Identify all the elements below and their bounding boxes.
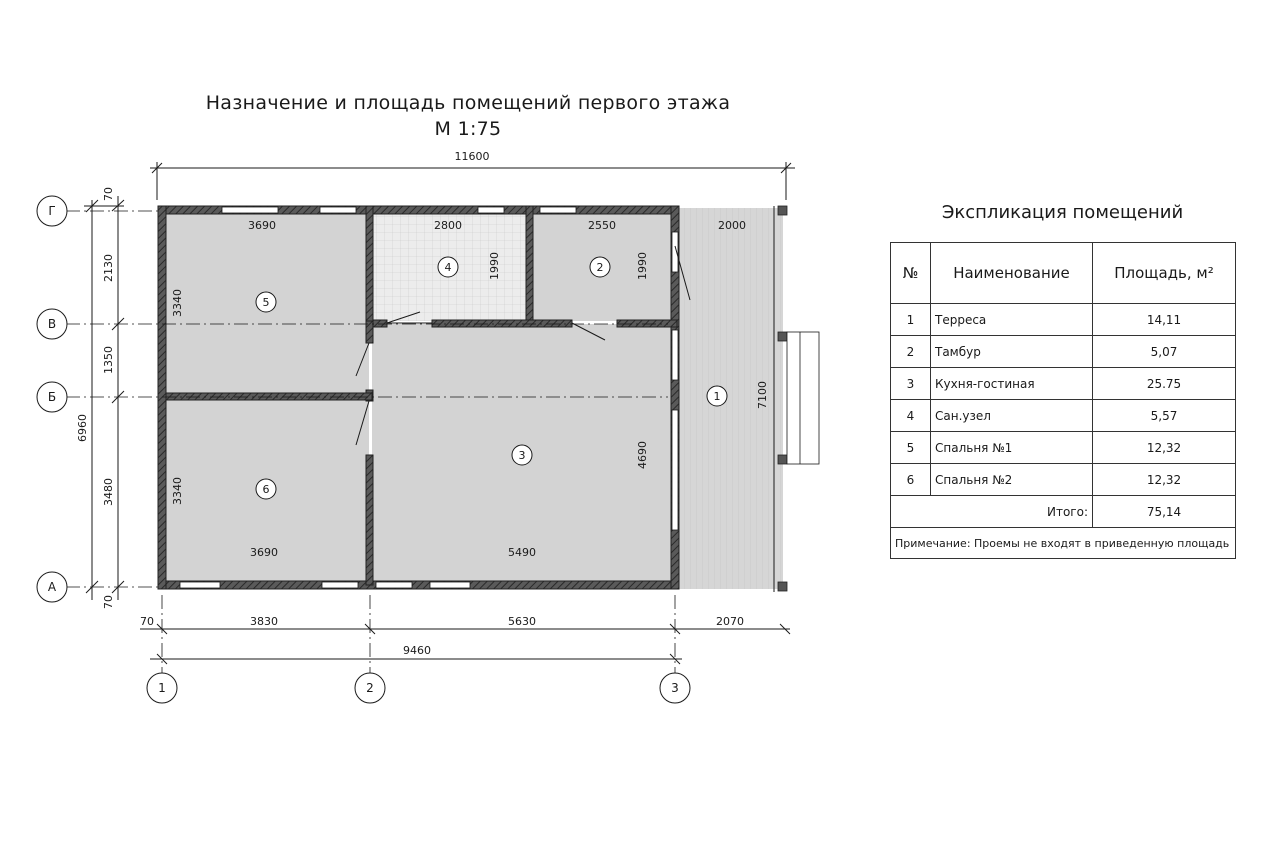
room-marker-6: 6 [263,483,270,496]
axis-bubbles: Г В Б А 1 2 3 [36,195,691,704]
dim-top-4: 2000 [718,219,746,232]
axis-col-2: 2 [366,681,374,695]
table-note-row: Примечание: Проемы не входят в приведенн… [890,527,1236,559]
row-num: 1 [890,303,931,336]
row-num: 2 [890,335,931,368]
axis-row-b: Б [48,390,56,404]
dim-bottom-total: 9460 [403,644,431,657]
table-row: 1 Терреса 14,11 [890,303,1236,336]
drawing-scale: М 1:75 [434,118,502,140]
dim-top-3: 2550 [588,219,616,232]
row-num: 5 [890,431,931,464]
explication-table: № Наименование Площадь, м² 1 Терреса 14,… [890,242,1236,559]
axis-row-a: А [48,580,57,594]
dim-top-2: 2800 [434,219,462,232]
row-name: Терреса [930,303,1093,336]
table-row: 3 Кухня-гостиная 25.75 [890,367,1236,400]
total-value: 75,14 [1092,495,1236,528]
row-area: 25.75 [1092,367,1236,400]
dim-left-4: 3480 [102,478,115,506]
row-num: 6 [890,463,931,496]
terrace-steps [786,331,820,465]
row-name: Кухня-гостиная [930,367,1093,400]
axis-row-v: В [48,317,56,331]
row-area: 12,32 [1092,463,1236,496]
room-markers: 1 2 3 4 5 6 [255,256,728,500]
dim-left-1: 70 [102,187,115,201]
walls [157,205,680,590]
dim-left-total: 6960 [76,414,89,442]
table-row: 2 Тамбур 5,07 [890,335,1236,368]
dimension-lines [84,162,795,665]
table-total-row: Итого: 75,14 [890,495,1236,528]
axis-col-1: 1 [158,681,166,695]
table-note: Примечание: Проемы не входят в приведенн… [890,527,1236,559]
table-header-row: № Наименование Площадь, м² [890,242,1236,304]
room-marker-3: 3 [519,449,526,462]
dim-left-3: 1350 [102,346,115,374]
dim-bottom-chain-1: 70 [140,615,154,628]
dim-bottom-2: 5490 [508,546,536,559]
header-name: Наименование [930,242,1093,304]
dim-top-1: 3690 [248,219,276,232]
row-name: Спальня №2 [930,463,1093,496]
dim-bottom-1: 3690 [250,546,278,559]
terrace-posts [777,205,788,592]
room-marker-2: 2 [597,261,604,274]
table-row: 4 Сан.узел 5,57 [890,399,1236,432]
room-marker-1: 1 [714,390,721,403]
row-name: Сан.узел [930,399,1093,432]
row-area: 5,07 [1092,335,1236,368]
header-area: Площадь, м² [1092,242,1236,304]
room-marker-5: 5 [263,296,270,309]
explication-title: Экспликация помещений [941,202,1184,223]
row-num: 3 [890,367,931,400]
axis-row-g: Г [48,204,55,218]
room-marker-4: 4 [445,261,452,274]
floor-plan: 11600 3690 2800 2550 2000 3690 5490 3340… [36,150,820,704]
table-row: 6 Спальня №2 12,32 [890,463,1236,496]
dim-left-5: 70 [102,595,115,609]
axis-col-3: 3 [671,681,679,695]
table-row: 5 Спальня №1 12,32 [890,431,1236,464]
header-num: № [890,242,931,304]
dim-vert-6: 7100 [756,381,769,409]
row-name: Спальня №1 [930,431,1093,464]
dim-bottom-chain-4: 2070 [716,615,744,628]
dim-vert-5: 4690 [636,441,649,469]
axis-lines [66,210,676,676]
row-area: 12,32 [1092,431,1236,464]
dim-vert-4: 3340 [171,477,184,505]
total-label: Итого: [890,495,1093,528]
dim-left-2: 2130 [102,254,115,282]
dim-vert-2: 1990 [488,252,501,280]
dim-bottom-chain-3: 5630 [508,615,536,628]
floor-terrace [677,208,783,589]
row-name: Тамбур [930,335,1093,368]
drawing-title: Назначение и площадь помещений первого э… [205,92,731,114]
dim-vert-1: 3340 [171,289,184,317]
windows [179,206,679,589]
dim-overall-top: 11600 [455,150,490,163]
row-area: 14,11 [1092,303,1236,336]
row-num: 4 [890,399,931,432]
dim-vert-3: 1990 [636,252,649,280]
row-area: 5,57 [1092,399,1236,432]
dim-bottom-chain-2: 3830 [250,615,278,628]
dimension-labels: 11600 3690 2800 2550 2000 3690 5490 3340… [76,150,769,657]
doors [355,245,691,446]
